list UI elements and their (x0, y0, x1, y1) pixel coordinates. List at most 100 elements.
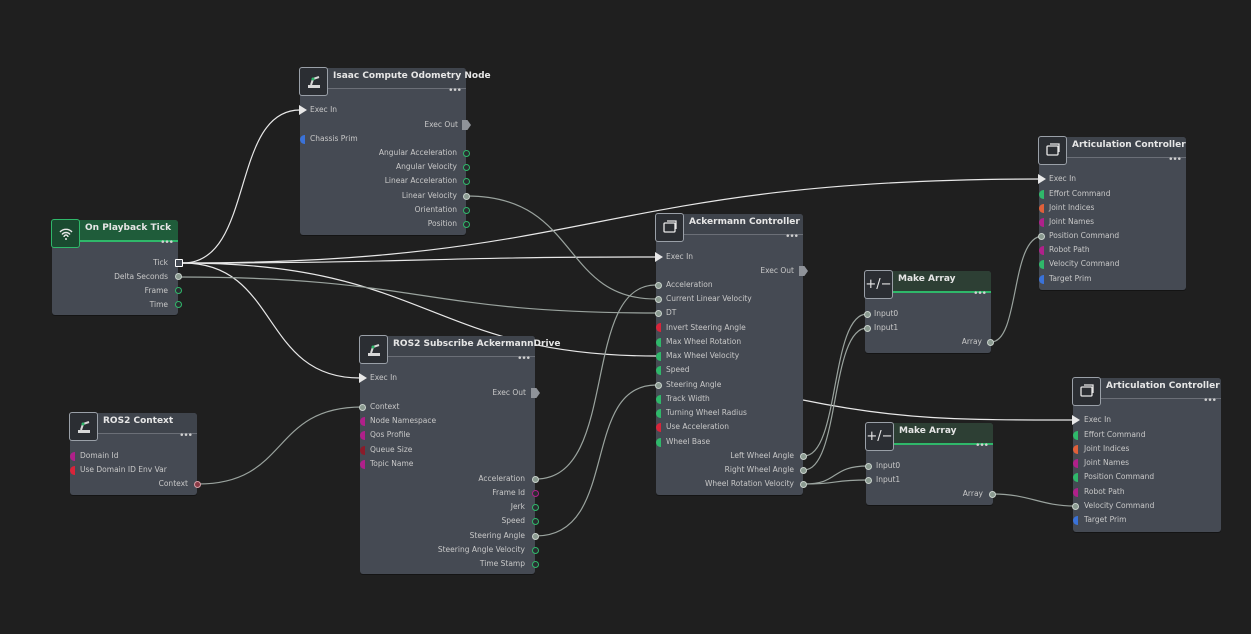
input-pin[interactable] (656, 366, 661, 375)
input-pin[interactable] (656, 395, 661, 404)
exec-in-pin[interactable] (299, 105, 307, 115)
input-pin[interactable] (1039, 190, 1044, 199)
node-menu-icon[interactable]: ••• (448, 86, 462, 96)
pin-label-wheel-rotation-velocity: Wheel Rotation Velocity (704, 479, 794, 488)
node-menu-icon[interactable]: ••• (973, 289, 987, 299)
input-pin[interactable] (656, 338, 661, 347)
exec-in-pin[interactable] (359, 373, 367, 383)
exec-in-pin[interactable] (1072, 415, 1080, 425)
output-pin[interactable] (463, 221, 470, 228)
node-articulation-controller-2[interactable]: Articulation Controller ••• Exec In Effo… (1072, 377, 1221, 532)
output-pin[interactable] (800, 481, 807, 488)
exec-out-pin[interactable] (175, 259, 183, 267)
input-pin[interactable] (656, 438, 661, 447)
exec-out-pin[interactable] (531, 388, 540, 398)
wire-array1-to-poscmd (990, 235, 1044, 343)
output-pin[interactable] (532, 504, 539, 511)
node-menu-icon[interactable]: ••• (160, 238, 174, 248)
input-pin[interactable] (655, 382, 662, 389)
node-ackermann-controller[interactable]: Ackermann Controller ••• Exec In Exec Ou… (655, 213, 808, 495)
input-pin[interactable] (360, 417, 365, 426)
output-pin[interactable] (532, 533, 539, 540)
node-menu-icon[interactable]: ••• (517, 354, 531, 364)
input-pin[interactable] (1073, 459, 1078, 468)
input-pin[interactable] (655, 310, 662, 317)
output-pin[interactable] (463, 150, 470, 157)
input-pin[interactable] (865, 463, 872, 470)
output-pin[interactable] (532, 476, 539, 483)
exec-in-pin[interactable] (655, 252, 663, 262)
exec-in-pin[interactable] (1038, 174, 1046, 184)
output-pin[interactable] (175, 287, 182, 294)
input-pin[interactable] (1073, 488, 1078, 497)
input-pin[interactable] (865, 477, 872, 484)
input-pin[interactable] (70, 452, 75, 461)
input-pin[interactable] (300, 135, 305, 144)
pin-label-joint-indices: Joint Indices (1084, 444, 1130, 453)
input-pin[interactable] (655, 282, 662, 289)
pin-label-exec-in: Exec In (666, 252, 694, 261)
output-pin[interactable] (463, 178, 470, 185)
node-ros2-subscribe-ackermanndrive[interactable]: ROS2 Subscribe AckermannDrive ••• Exec I… (359, 335, 561, 574)
output-pin[interactable] (175, 301, 182, 308)
input-pin[interactable] (359, 404, 366, 411)
output-pin[interactable] (987, 339, 994, 346)
input-pin[interactable] (1072, 503, 1079, 510)
input-pin[interactable] (1039, 275, 1044, 284)
output-pin[interactable] (463, 164, 470, 171)
pin-label-right-wheel-angle: Right Wheel Angle (724, 465, 794, 474)
wire-steer (535, 384, 657, 537)
node-make-array-1[interactable]: +/− Make Array ••• Input0 Input1 Array (864, 270, 994, 353)
output-pin[interactable] (532, 518, 539, 525)
node-title: Articulation Controller (1106, 381, 1220, 391)
node-ros2-context[interactable]: ROS2 Context ••• Domain Id Use Domain ID… (69, 412, 201, 495)
output-pin[interactable] (989, 491, 996, 498)
wire-left-to-input0 (803, 313, 868, 457)
output-pin[interactable] (800, 453, 807, 460)
input-pin[interactable] (656, 409, 661, 418)
input-pin[interactable] (656, 352, 661, 361)
input-pin[interactable] (1039, 218, 1044, 227)
exec-out-pin[interactable] (799, 266, 808, 276)
pin-label-array: Array (962, 489, 983, 498)
input-pin[interactable] (1073, 445, 1078, 454)
output-pin[interactable] (532, 561, 539, 568)
input-pin[interactable] (360, 431, 365, 440)
output-pin[interactable] (463, 207, 470, 214)
pin-label-array: Array (961, 337, 982, 346)
output-pin[interactable] (463, 193, 470, 200)
input-pin[interactable] (1039, 204, 1044, 213)
input-pin[interactable] (656, 323, 661, 332)
pin-label-time-stamp: Time Stamp (479, 559, 525, 568)
input-pin[interactable] (1039, 246, 1044, 255)
node-menu-icon[interactable]: ••• (1203, 396, 1217, 406)
pin-label-queue-size: Queue Size (370, 445, 413, 454)
input-pin[interactable] (864, 325, 871, 332)
pin-label-steering-angle: Steering Angle (469, 531, 525, 540)
input-pin[interactable] (656, 423, 661, 432)
node-isaac-compute-odometry[interactable]: Isaac Compute Odometry Node ••• Exec In … (299, 67, 491, 235)
input-pin[interactable] (1039, 260, 1044, 269)
input-pin[interactable] (360, 460, 365, 469)
input-pin[interactable] (864, 311, 871, 318)
node-menu-icon[interactable]: ••• (785, 232, 799, 242)
output-pin[interactable] (532, 547, 539, 554)
input-pin[interactable] (1073, 473, 1078, 482)
exec-out-pin[interactable] (462, 120, 471, 130)
output-pin[interactable] (800, 467, 807, 474)
node-menu-icon[interactable]: ••• (179, 431, 193, 441)
node-menu-icon[interactable]: ••• (1168, 155, 1182, 165)
input-pin[interactable] (1073, 431, 1078, 440)
input-pin[interactable] (655, 296, 662, 303)
output-pin[interactable] (532, 490, 539, 497)
input-pin[interactable] (1073, 516, 1078, 525)
node-on-playback-tick[interactable]: On Playback Tick ••• Tick Delta Seconds … (51, 219, 183, 315)
output-pin[interactable] (175, 273, 182, 280)
input-pin[interactable] (360, 446, 365, 455)
node-menu-icon[interactable]: ••• (975, 441, 989, 451)
node-articulation-controller-1[interactable]: Articulation Controller ••• Exec In Effo… (1038, 136, 1186, 290)
input-pin[interactable] (70, 466, 75, 475)
output-pin[interactable] (194, 481, 201, 488)
input-pin[interactable] (1038, 233, 1045, 240)
node-make-array-2[interactable]: +/− Make Array ••• Input0 Input1 Array (865, 422, 996, 505)
